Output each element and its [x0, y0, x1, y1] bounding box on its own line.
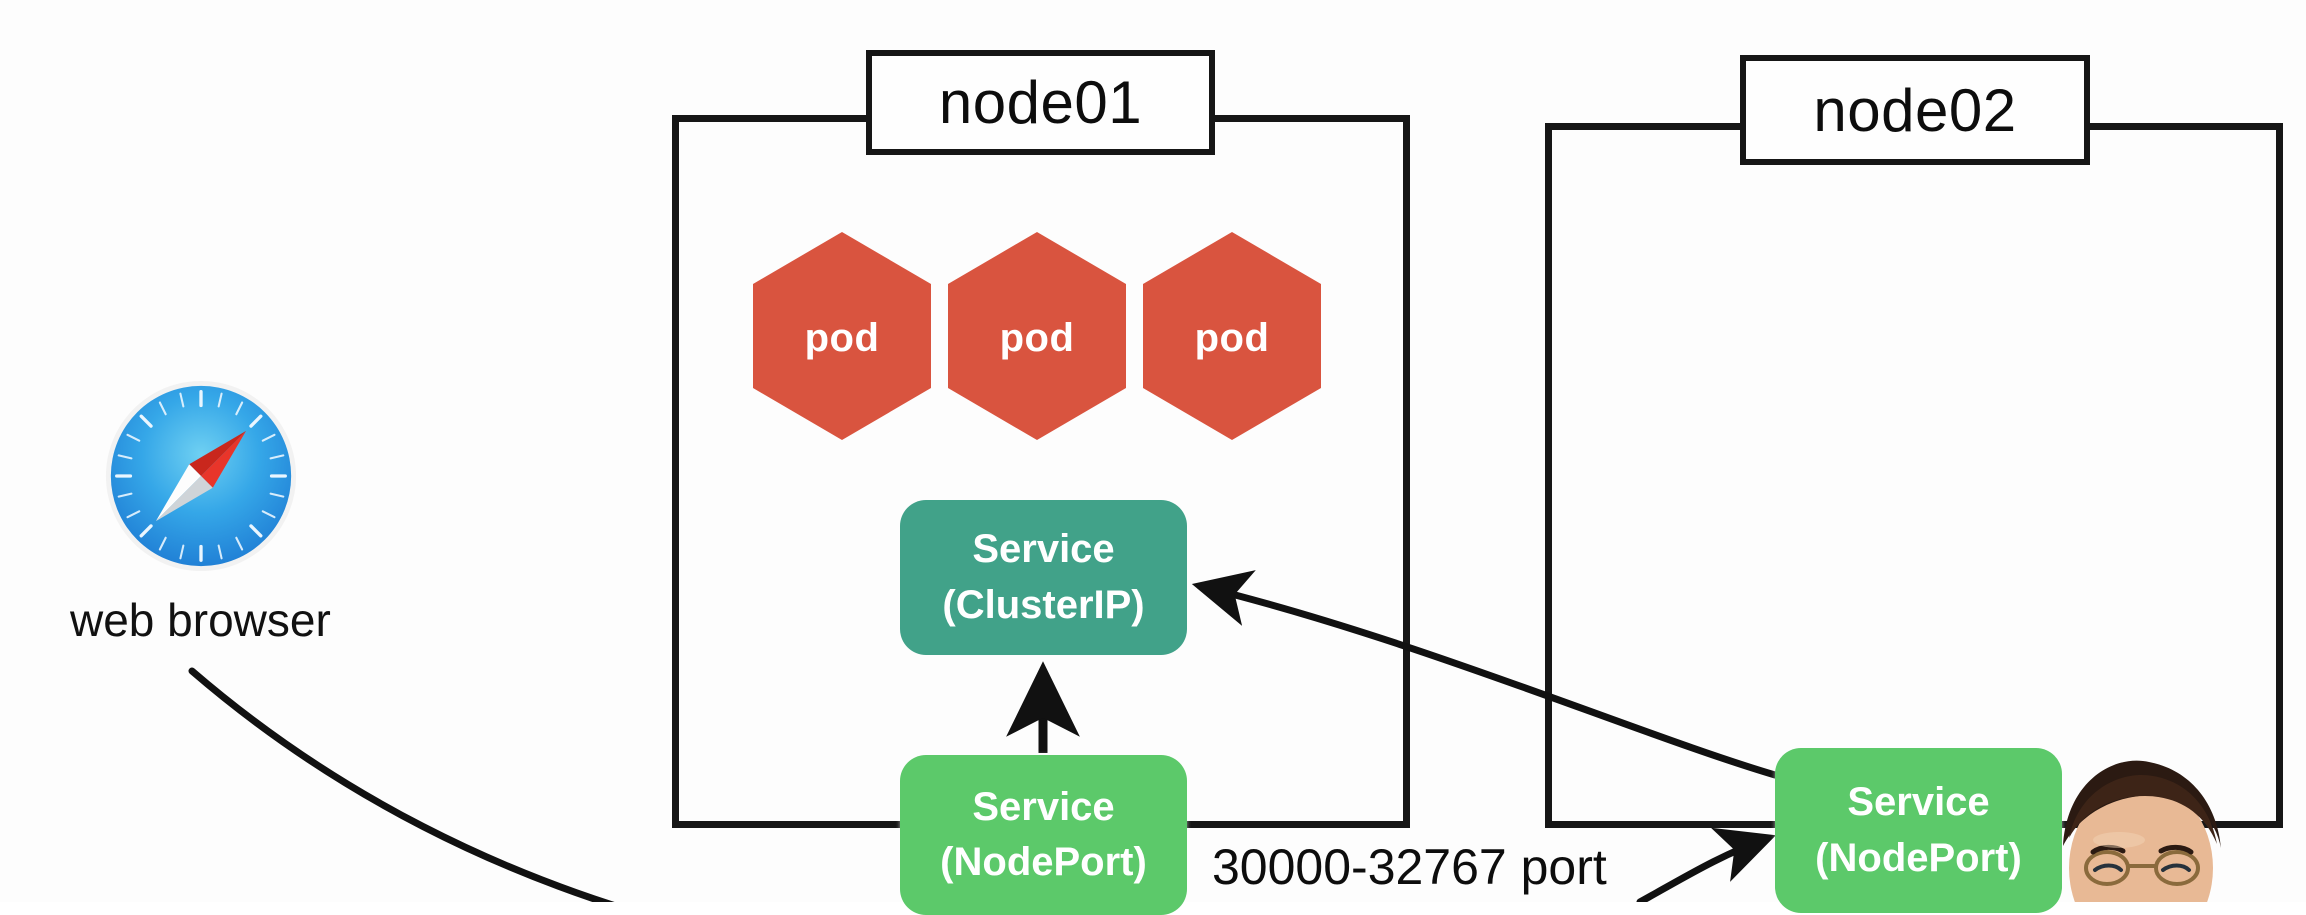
arrow-browser-to-nodeport: [188, 667, 615, 902]
pod-hexagon: pod: [753, 232, 931, 440]
safari-compass-icon: [103, 378, 299, 574]
service-nodeport02-line1: Service: [1847, 780, 1990, 825]
pod-label: pod: [1194, 315, 1270, 360]
browser-label: web browser: [70, 594, 331, 646]
service-nodeport02-line2: (NodePort): [1815, 835, 2022, 880]
service-nodeport01-line1: Service: [972, 784, 1115, 829]
arrow-nodeport02-to-clusterip: [1191, 570, 1779, 779]
service-clusterip-box: Service (ClusterIP): [900, 500, 1187, 655]
node02-title: node02: [1813, 76, 2017, 144]
node-label-node02: node02: [1740, 55, 2090, 165]
service-clusterip-line2: (ClusterIP): [942, 582, 1145, 627]
pod-label: pod: [804, 315, 880, 360]
pod-label: pod: [999, 315, 1075, 360]
service-nodeport01-line2: (NodePort): [940, 840, 1147, 884]
node-label-node01: node01: [866, 50, 1215, 155]
arrow-into-nodeport02: [1636, 827, 1776, 902]
service-clusterip-line1: Service: [972, 527, 1115, 572]
service-nodeport-node01-box: Service (NodePort): [900, 755, 1187, 915]
service-nodeport-node02-box: Service (NodePort): [1775, 748, 2062, 913]
presenter-webcam-overlay: [2045, 760, 2245, 902]
node01-title: node01: [938, 69, 1143, 136]
port-range-label: 30000-32767 port: [1212, 839, 1607, 895]
